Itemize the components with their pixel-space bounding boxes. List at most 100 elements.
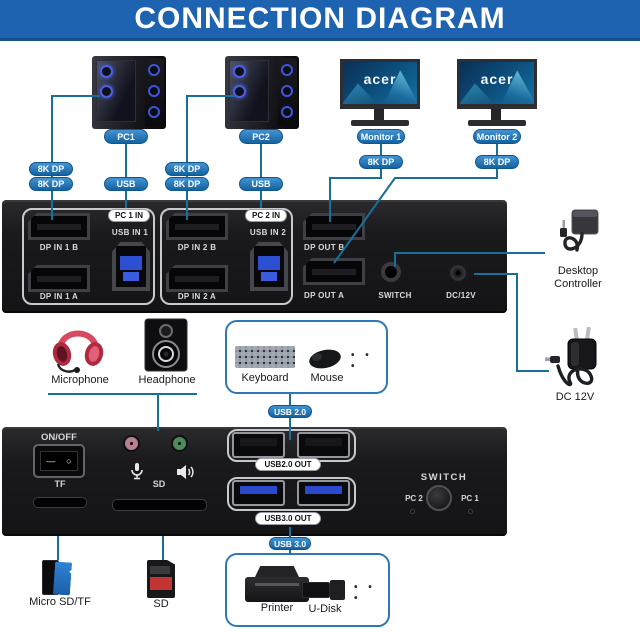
pc1-in-label: PC 1 IN xyxy=(108,209,150,222)
dp-in-2a-port xyxy=(166,265,228,292)
usb30-out-group xyxy=(227,477,356,511)
cable-badge-8kdp: 8K DP xyxy=(165,177,209,191)
mic-glyph-icon xyxy=(131,463,143,480)
dp-in-2a-label: DP IN 2 A xyxy=(177,292,217,301)
usb30-port-2 xyxy=(297,480,350,506)
usb20-port-2 xyxy=(297,432,350,458)
dp-in-1a-label: DP IN 1 A xyxy=(39,292,79,301)
rocker-on-glyph: ○ xyxy=(66,456,72,466)
cable-badge-usb: USB xyxy=(239,177,283,191)
rgb-fan-icon xyxy=(148,64,160,76)
cable-badge-usb30: USB 3.0 xyxy=(269,537,311,550)
usb-in-2-label: USB IN 2 xyxy=(249,228,287,237)
pc2-in-label: PC 2 IN xyxy=(245,209,287,222)
cable-line-dc-power xyxy=(474,273,549,372)
dp-out-a-label: DP OUT A xyxy=(304,291,345,300)
mouse-caption: Mouse xyxy=(310,372,344,384)
power-label: ON/OFF xyxy=(41,432,77,443)
dc-port-label: DC/12V xyxy=(446,291,476,300)
kvm-rear-panel: PC 1 IN DP IN 1 B USB IN 1 DP IN 1 A PC … xyxy=(2,200,507,313)
keyboard-caption: Keyboard xyxy=(241,372,289,384)
pc2-front-panel xyxy=(278,58,297,126)
keyboard-icon xyxy=(235,346,295,368)
usb-in-1-label: USB IN 1 xyxy=(111,228,149,237)
printer-icon xyxy=(245,566,309,604)
kvm-front-panel: ON/OFF — ○ TF SD USB2.0 OUT xyxy=(2,427,507,536)
mouse-icon xyxy=(309,349,341,369)
sd-card-icon xyxy=(147,560,175,598)
pc1-tower-image xyxy=(92,56,166,129)
monitor-base xyxy=(351,120,409,126)
cable-badge-8kdp: 8K DP xyxy=(475,155,519,169)
monitor2-image: acer xyxy=(454,57,542,129)
monitor1-image: acer xyxy=(337,57,425,129)
pc1-led xyxy=(468,509,473,514)
tf-slot-label: TF xyxy=(54,479,66,489)
monitor-stand xyxy=(374,109,384,121)
sd-slot-label: SD xyxy=(152,479,166,489)
dp-out-b-label: DP OUT B xyxy=(304,243,345,252)
usb30-peripherals-box: Printer U-Disk • • • xyxy=(225,553,390,627)
cable-badge-usb: USB xyxy=(104,177,148,191)
usb-in-1-port xyxy=(112,242,150,291)
dp-in-2b-label: DP IN 2 B xyxy=(177,243,217,252)
power-switch[interactable]: — ○ xyxy=(33,444,85,478)
rgb-fan-icon xyxy=(281,106,293,118)
rgb-fan-icon xyxy=(100,65,113,78)
desktop-controller-caption-2: Controller xyxy=(554,278,602,290)
udisk-icon xyxy=(302,579,348,601)
dp-in-1b-port xyxy=(28,213,90,240)
dp-in-2b-port xyxy=(166,213,228,240)
udisk-caption: U-Disk xyxy=(308,603,342,615)
dp-out-b-port xyxy=(303,213,365,240)
rgb-fan-icon xyxy=(233,65,246,78)
switch-jack-label: SWITCH xyxy=(378,291,412,300)
cable-line-audio xyxy=(48,393,197,431)
usb20-peripherals-box: Keyboard Mouse • • • xyxy=(225,320,388,394)
usb30-port-1 xyxy=(232,480,285,506)
micro-sd-icon xyxy=(40,558,80,598)
rgb-fan-icon xyxy=(148,85,160,97)
headphone-jack-port xyxy=(173,437,186,450)
cable-badge-8kdp: 8K DP xyxy=(29,162,73,176)
usb-in-2-port xyxy=(250,242,288,291)
rgb-fan-icon xyxy=(148,106,160,118)
pc2-indicator-label: PC 2 xyxy=(405,494,423,503)
tf-card-slot xyxy=(33,497,87,508)
sd-card-slot xyxy=(112,499,207,511)
cable-line-pc2-dp xyxy=(186,95,235,220)
microphone-icon xyxy=(52,330,104,373)
switch-button[interactable] xyxy=(426,485,452,511)
dp-in-1a-port xyxy=(28,265,90,292)
headphone-caption: Headphone xyxy=(138,374,196,386)
monitor-base xyxy=(468,120,526,126)
pc1-input-group xyxy=(22,208,155,305)
page-title: CONNECTION DIAGRAM xyxy=(134,2,506,35)
monitor2-screen: acer xyxy=(457,59,537,109)
pc1-indicator-label: PC 1 xyxy=(461,494,479,503)
mic-jack-port xyxy=(125,437,138,450)
desktop-controller-icon xyxy=(560,209,599,252)
micro-sd-caption: Micro SD/TF xyxy=(29,596,91,608)
pc1-glass-panel xyxy=(96,60,136,122)
dc-power-port xyxy=(450,265,466,281)
pc2-led xyxy=(410,509,415,514)
usb20-port-1 xyxy=(232,432,285,458)
dc-adapter-icon xyxy=(545,326,597,387)
pc2-badge: PC2 xyxy=(239,129,283,144)
pc1-front-panel xyxy=(145,58,164,126)
cable-line-switch-controller xyxy=(394,252,545,267)
front-switch-label: SWITCH xyxy=(420,472,468,483)
pc1-badge: PC1 xyxy=(104,129,148,144)
headphone-speaker-icon xyxy=(144,318,188,372)
rgb-fan-icon xyxy=(281,85,293,97)
cable-badge-usb20: USB 2.0 xyxy=(268,405,312,418)
monitor-stand xyxy=(491,109,501,121)
sd-card-caption: SD xyxy=(153,598,169,610)
more-devices-dots: • • • xyxy=(354,582,376,604)
usb20-out-label: USB2.0 OUT xyxy=(255,458,321,471)
rgb-fan-icon xyxy=(100,85,113,98)
rocker-off-glyph: — xyxy=(46,456,56,466)
rgb-fan-icon xyxy=(233,85,246,98)
